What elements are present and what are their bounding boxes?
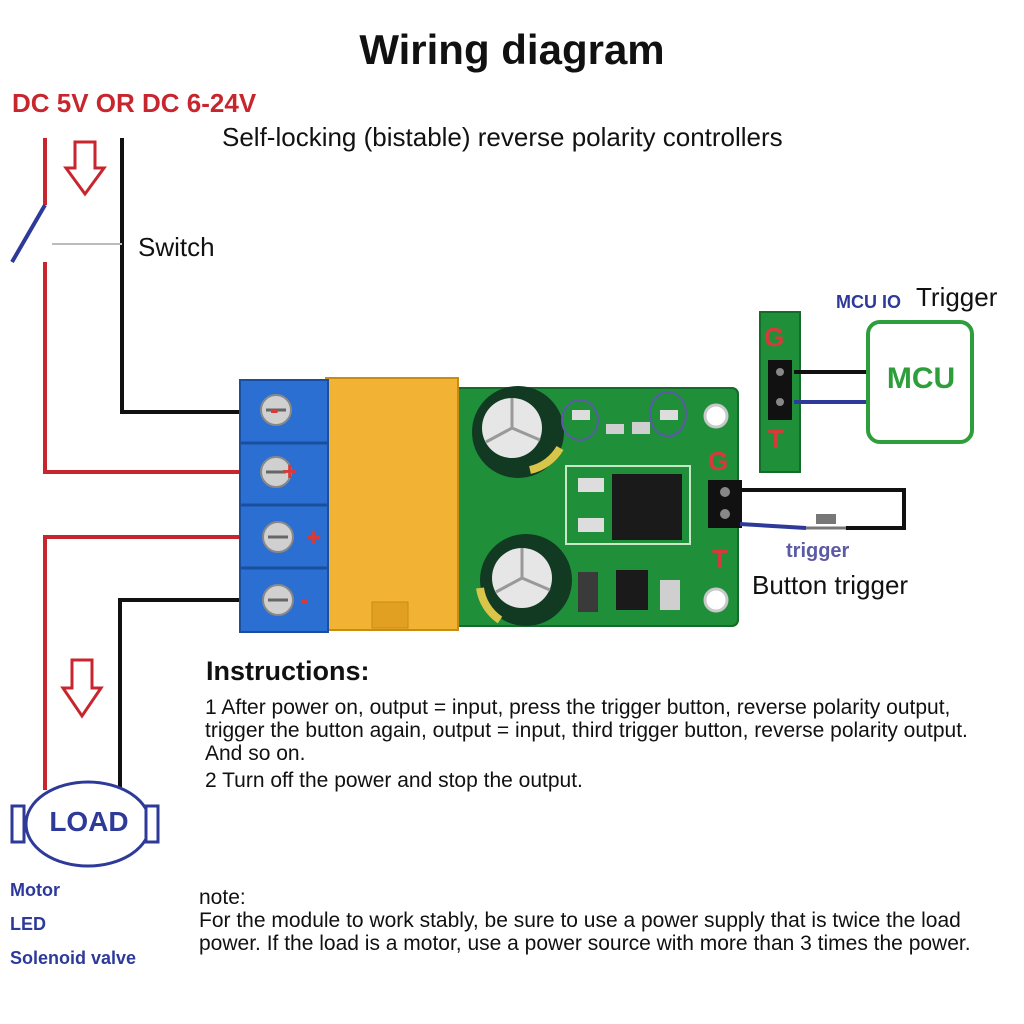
load-motor-symbol [10,780,160,868]
pin-minus-out: - [300,584,309,614]
input-wires [43,138,262,474]
arrow-down-icon [63,140,107,197]
screw-icon [260,394,292,426]
instructions-title: Instructions: [206,656,370,686]
pin-g-board: G [708,446,729,476]
instruction-line-2: 2 Turn off the power and stop the output… [205,769,583,792]
screw-icon [262,584,294,616]
instruction-line-1: 1 After power on, output = input, press … [205,696,968,765]
button-trigger-label: Button trigger [752,570,909,600]
mcu-box [866,320,974,444]
note-heading: note: [199,886,246,909]
screw-terminal-block [239,379,329,633]
load-type-led: LED [10,914,46,934]
pin-g-mcu: G [764,322,785,352]
arrow-down-icon [60,658,104,719]
output-wires [43,535,262,790]
pin-t-board: T [712,544,728,574]
load-type-motor: Motor [10,880,60,900]
mosfet-chip [565,465,691,545]
screw-icon [260,456,292,488]
button-wires [739,488,906,530]
subtitle: Self-locking (bistable) reverse polarity… [222,122,783,152]
capacitor-top [472,386,564,478]
load-type-solenoid: Solenoid valve [10,948,137,968]
instructions-body: 1 After power on, output = input, press … [205,696,1005,796]
pin-t-mcu: T [768,424,784,454]
relay-block [325,377,459,631]
switch-symbol [10,203,122,264]
mcu-wires [794,370,868,404]
pin-minus-in: - [270,394,279,424]
mcu-header-board [759,311,801,473]
pin-plus-in: + [282,456,298,486]
switch-label: Switch [138,232,215,262]
button-trigger-small-label: trigger [786,540,850,562]
note-text: For the module to work stably, be sure t… [199,909,971,955]
load-label: LOAD [49,806,129,837]
pin-plus-out: + [306,522,322,552]
mcu-box-label: MCU [886,362,956,395]
relay-module-board [439,386,742,627]
mcu-io-label: MCU IO [836,292,901,312]
screw-icon [262,521,294,553]
note-block: note: For the module to work stably, be … [199,886,1009,955]
page-title: Wiring diagram [359,26,665,73]
push-button-icon [806,514,846,530]
power-label: DC 5V OR DC 6-24V [12,88,257,118]
trigger-label: Trigger [916,282,998,312]
capacitor-bottom [476,534,572,626]
